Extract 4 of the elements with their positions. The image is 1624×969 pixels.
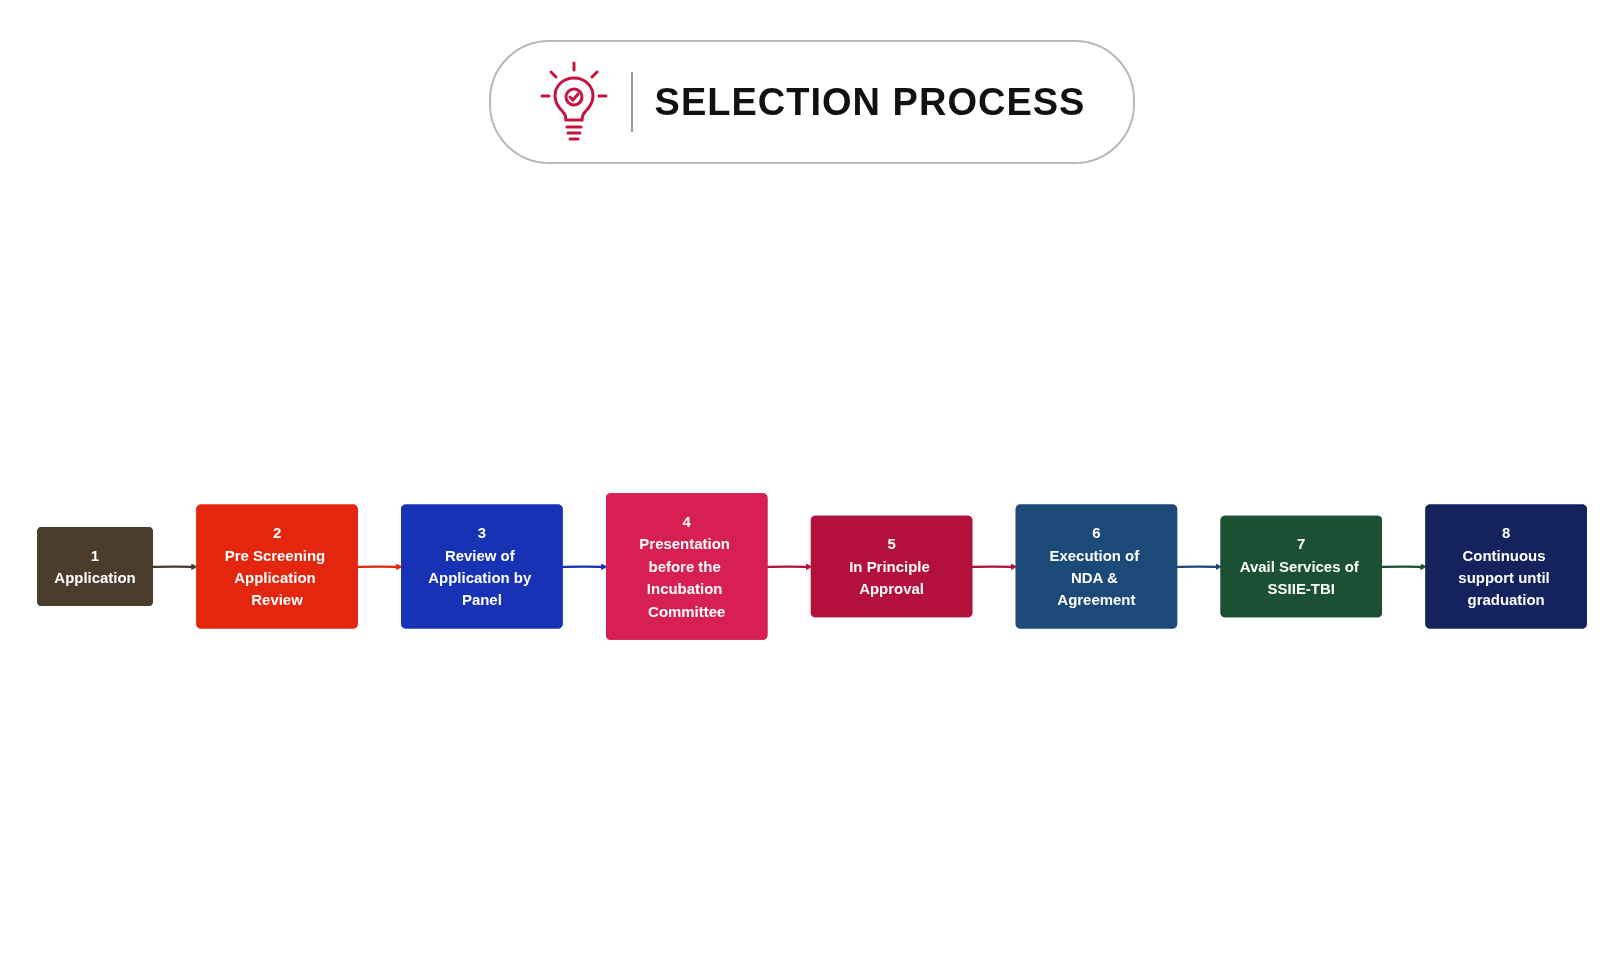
title: SELECTION PROCESS	[654, 80, 1086, 124]
arrow	[1176, 563, 1222, 571]
arrow	[152, 563, 198, 571]
arrow	[1381, 563, 1427, 571]
